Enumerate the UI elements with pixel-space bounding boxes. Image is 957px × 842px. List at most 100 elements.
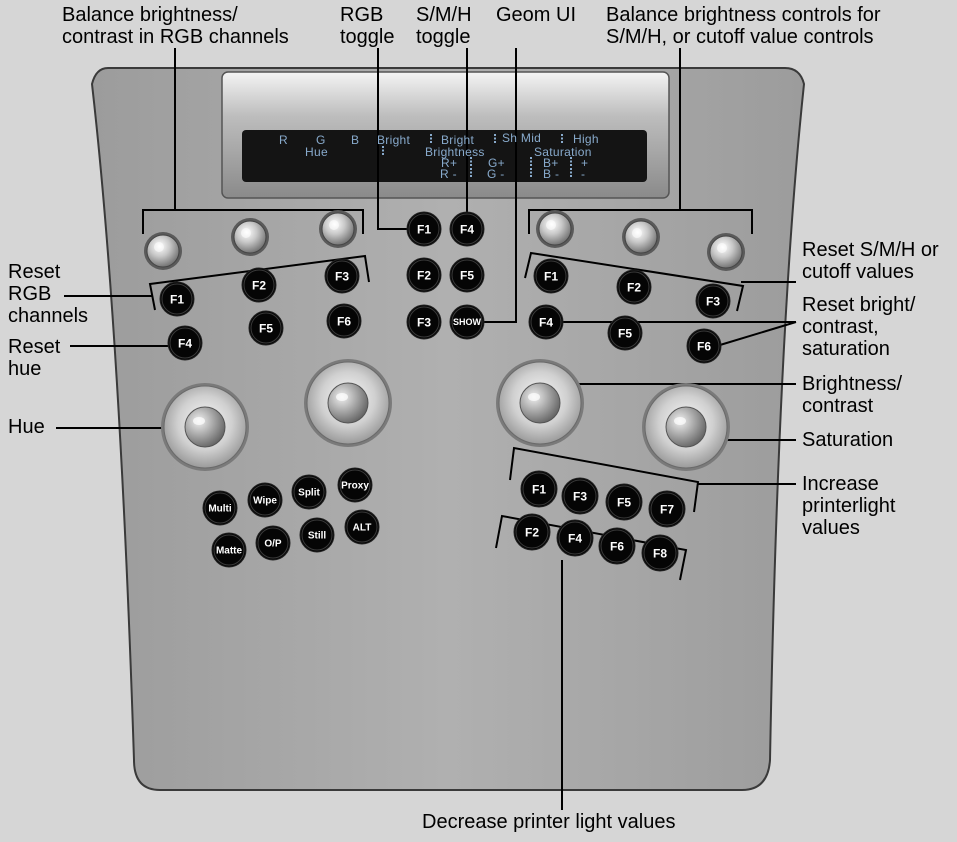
right-reset-button[interactable]: F5 xyxy=(607,315,643,351)
display-r-minus: R - xyxy=(440,167,457,181)
callout-saturation: Saturation xyxy=(802,429,894,451)
left-trackball[interactable] xyxy=(304,359,392,447)
callout-reset-bright: Reset bright/ contrast, saturation xyxy=(802,294,916,360)
center-button[interactable]: F1 xyxy=(406,211,442,247)
display-g: G xyxy=(316,133,326,147)
balance-smh-knob[interactable] xyxy=(707,233,745,271)
left-reset-button[interactable]: F3 xyxy=(324,258,360,294)
right-reset-button[interactable]: F2 xyxy=(616,269,652,305)
mode-button[interactable]: O/P xyxy=(255,525,291,561)
balance-rgb-knob[interactable] xyxy=(144,232,182,270)
mode-button[interactable]: Multi xyxy=(202,490,238,526)
callout-rgb-toggle: RGB toggle xyxy=(340,4,395,48)
leader-lines xyxy=(56,48,797,810)
display-b: B xyxy=(351,133,360,147)
printer-increase-button[interactable]: F5 xyxy=(605,483,643,521)
display-r-plus: R+ xyxy=(441,156,458,170)
printer-decrease-button-label: F4 xyxy=(568,531,582,545)
geom-ui-show-button[interactable]: SHOW xyxy=(449,304,485,340)
callout-balance-rgb: Balance brightness/ contrast in RGB chan… xyxy=(62,4,289,48)
mode-button[interactable]: Split xyxy=(291,474,327,510)
mode-button-label: ALT xyxy=(353,523,372,534)
mode-button-label: Wipe xyxy=(253,496,277,507)
display-bright-2: Bright xyxy=(441,133,475,147)
printer-decrease-button[interactable]: F2 xyxy=(513,513,551,551)
mode-button[interactable]: ALT xyxy=(344,509,380,545)
hue-trackball[interactable] xyxy=(161,383,249,471)
balance-rgb-knob[interactable] xyxy=(231,218,269,256)
mode-button[interactable]: Matte xyxy=(211,532,247,568)
callout-reset-smh: Reset S/M/H or cutoff values xyxy=(802,239,939,283)
right-reset-button[interactable]: F4 xyxy=(528,304,564,340)
trackballs xyxy=(161,359,730,471)
balance-knobs xyxy=(144,210,745,271)
right-reset-button-label: F1 xyxy=(544,269,558,283)
printer-increase-button-label: F3 xyxy=(573,489,587,503)
display-high: High xyxy=(573,132,599,146)
display-separators xyxy=(382,134,572,177)
left-reset-button-label: F6 xyxy=(337,314,351,328)
printer-increase-button[interactable]: F7 xyxy=(648,490,686,528)
balance-rgb-knob[interactable] xyxy=(319,210,357,248)
left-reset-button-label: F2 xyxy=(252,278,266,292)
printer-increase-button[interactable]: F1 xyxy=(520,470,558,508)
brightness-trackball[interactable] xyxy=(496,359,584,447)
center-button[interactable]: F4 xyxy=(449,211,485,247)
right-reset-button[interactable]: F6 xyxy=(686,328,722,364)
left-reset-button-label: F5 xyxy=(259,321,273,335)
callout-decrease-printer: Decrease printer light values xyxy=(422,811,676,833)
center-button-label: F2 xyxy=(417,268,431,282)
center-button[interactable]: F2 xyxy=(406,257,442,293)
display-g-minus: G - xyxy=(487,167,505,181)
display-plus: + xyxy=(581,156,589,170)
printer-decrease-button[interactable]: F6 xyxy=(598,527,636,565)
printer-increase-button[interactable]: F3 xyxy=(561,477,599,515)
right-reset-button-label: F5 xyxy=(618,326,632,340)
callout-increase-printer: Increase printerlight values xyxy=(802,473,896,539)
callout-reset-rgb: Reset RGB channels xyxy=(8,261,89,327)
left-reset-button[interactable]: F2 xyxy=(241,267,277,303)
display-r: R xyxy=(279,133,288,147)
mode-button-label: O/P xyxy=(264,539,282,550)
balance-smh-knob[interactable] xyxy=(622,218,660,256)
right-reset-button[interactable]: F1 xyxy=(533,258,569,294)
mode-button[interactable]: Proxy xyxy=(337,467,373,503)
display-screen xyxy=(242,130,647,182)
center-button-label: F5 xyxy=(460,268,474,282)
callout-reset-hue: Reset hue xyxy=(8,336,61,380)
center-button-label: F1 xyxy=(417,222,431,236)
display-hue: Hue xyxy=(305,145,328,159)
left-reset-button-label: F3 xyxy=(335,269,349,283)
left-reset-button-label: F1 xyxy=(170,292,184,306)
display-b-minus: B - xyxy=(543,167,560,181)
printer-decrease-button-label: F8 xyxy=(653,546,667,560)
geom-ui-show-button-label: SHOW xyxy=(453,317,482,327)
mode-button[interactable]: Wipe xyxy=(247,482,283,518)
center-button[interactable]: F5 xyxy=(449,257,485,293)
saturation-trackball[interactable] xyxy=(642,383,730,471)
printer-increase-button-label: F7 xyxy=(660,502,674,516)
balance-smh-knob[interactable] xyxy=(536,210,574,248)
printer-decrease-button[interactable]: F4 xyxy=(556,519,594,557)
mode-button-label: Split xyxy=(298,488,320,499)
right-reset-button-label: F3 xyxy=(706,294,720,308)
left-reset-button[interactable]: F5 xyxy=(248,310,284,346)
left-reset-button[interactable]: F4 xyxy=(167,325,203,361)
center-button[interactable]: F3 xyxy=(406,304,442,340)
bracket-reset-smh xyxy=(524,251,745,312)
printer-increase-button-label: F1 xyxy=(532,482,546,496)
mode-button[interactable]: Still xyxy=(299,517,335,553)
bracket-decrease-printer xyxy=(495,514,688,581)
right-reset-button-label: F4 xyxy=(539,315,553,329)
left-reset-button-label: F4 xyxy=(178,336,192,350)
display-g-plus: G+ xyxy=(488,156,505,170)
right-reset-button[interactable]: F3 xyxy=(695,283,731,319)
printer-decrease-button[interactable]: F8 xyxy=(641,534,679,572)
left-reset-button[interactable]: F6 xyxy=(326,303,362,339)
mode-button-label: Proxy xyxy=(341,481,369,492)
left-reset-button[interactable]: F1 xyxy=(159,281,195,317)
display-brightness: Brightness xyxy=(425,145,485,159)
